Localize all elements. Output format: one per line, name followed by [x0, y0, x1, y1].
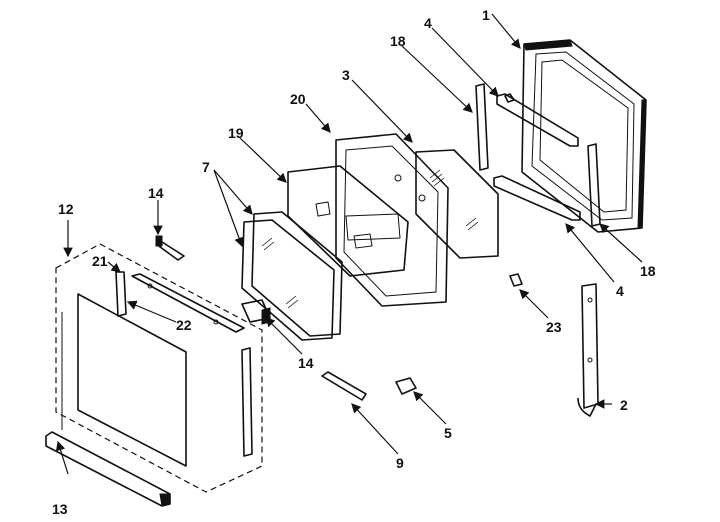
inner-panel-part-20 — [335, 133, 449, 307]
clip-part-14-lower — [241, 299, 271, 325]
callout-2: 2 — [620, 397, 628, 413]
glass-pane-part-7-rear — [251, 211, 343, 337]
callout-9: 9 — [396, 455, 404, 471]
latch-part-5 — [395, 377, 417, 395]
callout-19: 19 — [228, 125, 244, 141]
leader-lines — [55, 13, 643, 475]
inner-glass-part-3 — [415, 149, 499, 259]
callout-21: 21 — [92, 253, 108, 269]
trim-strip-part-18-left — [475, 83, 489, 171]
right-side-rail — [241, 347, 253, 457]
clip-part-14-upper — [155, 235, 185, 261]
door-frame-part-1 — [521, 39, 647, 233]
vent-part-9 — [321, 371, 367, 401]
callout-14-lower: 14 — [298, 355, 314, 371]
hinge-part-2 — [577, 283, 599, 417]
callout-4-upper: 4 — [424, 15, 432, 31]
outer-glass-panel — [61, 293, 187, 467]
glass-pane-part-7-front — [241, 219, 335, 341]
callout-12: 12 — [58, 201, 74, 217]
bracket-part-4-lower — [493, 175, 581, 221]
bottom-trim-part-13 — [45, 431, 171, 507]
bracket-part-4-upper — [496, 93, 579, 147]
callout-20: 20 — [290, 91, 306, 107]
side-rail-part-21 — [115, 271, 127, 317]
baffle-part-19 — [287, 165, 409, 277]
callout-18-upper: 18 — [390, 33, 406, 49]
top-rail-part-22 — [131, 273, 245, 333]
callout-3: 3 — [342, 67, 350, 83]
callout-7: 7 — [202, 159, 210, 175]
callout-13: 13 — [52, 501, 68, 517]
clip-part-23 — [509, 273, 523, 287]
callout-1: 1 — [482, 7, 490, 23]
callout-23: 23 — [546, 319, 562, 335]
callout-4-lower: 4 — [616, 283, 624, 299]
callout-22: 22 — [176, 317, 192, 333]
callout-labels: 1 4 18 3 20 19 7 14 12 21 22 14 9 5 23 4… — [52, 7, 656, 517]
callout-14-upper: 14 — [148, 185, 164, 201]
door-assembly-part-12 — [55, 243, 263, 493]
callout-5: 5 — [444, 425, 452, 441]
callout-18-lower: 18 — [640, 263, 656, 279]
